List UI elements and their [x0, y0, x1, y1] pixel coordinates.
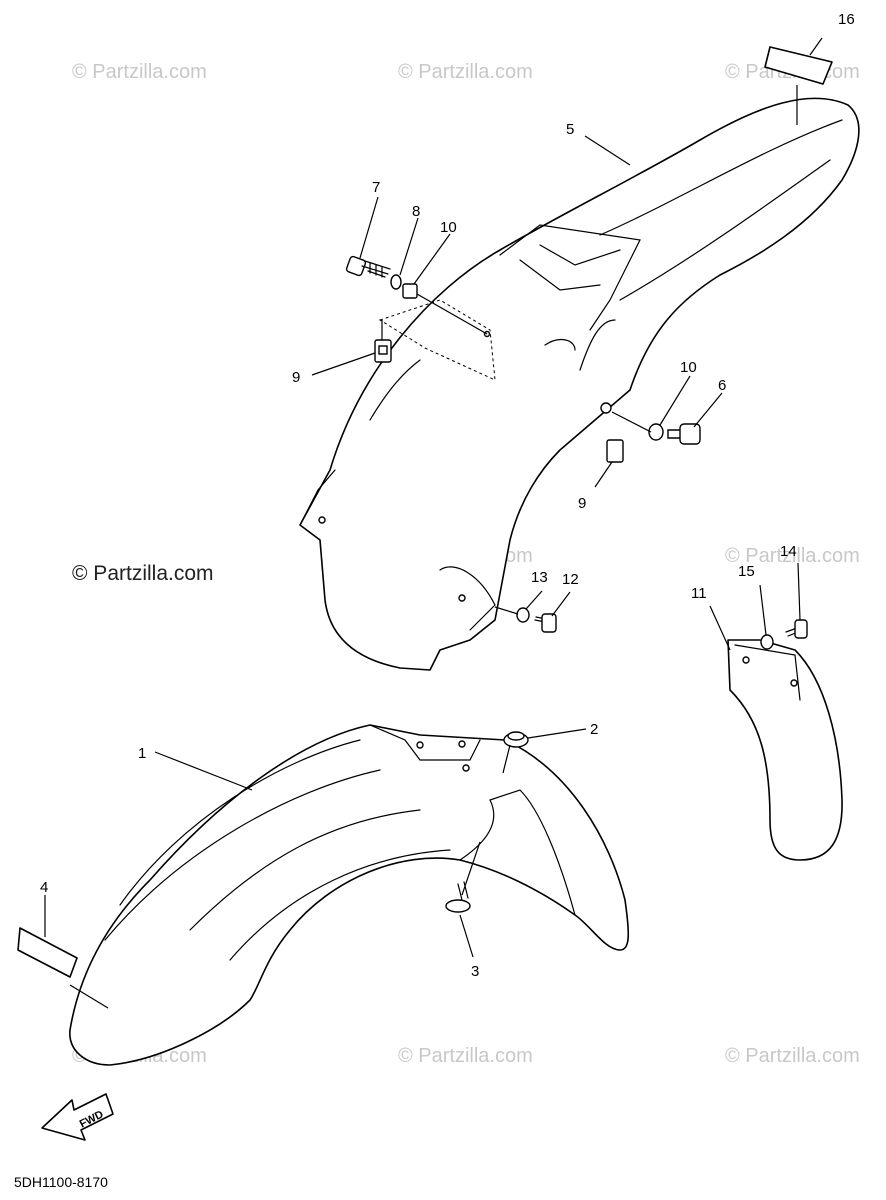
callout-5: 5 [566, 121, 574, 138]
bolt-7[interactable] [345, 255, 391, 278]
callout-1: 1 [138, 745, 146, 762]
callout-12: 12 [562, 571, 579, 588]
clip-nut-9-right[interactable] [606, 439, 624, 463]
callout-3: 3 [471, 963, 479, 980]
callout-10-upper: 10 [440, 219, 457, 236]
callout-9-left: 9 [292, 369, 300, 386]
mounting-guide [378, 299, 496, 381]
watermark-text: © Partzilla.com [72, 61, 207, 83]
rear-fender[interactable] [299, 97, 860, 671]
callout-4: 4 [40, 879, 48, 896]
callout-2: 2 [590, 721, 598, 738]
screw-12[interactable] [534, 613, 557, 633]
callouts: 16 5 7 8 10 9 10 6 9 13 12 14 15 11 2 1 … [40, 11, 855, 980]
bolt-6[interactable] [667, 423, 701, 445]
callout-15: 15 [738, 563, 755, 580]
callout-7: 7 [372, 179, 380, 196]
fwd-arrow-icon: FWD [41, 1093, 114, 1141]
callout-10-right: 10 [680, 359, 697, 376]
diagram-code: 5DH1100-8170 [14, 1174, 108, 1190]
watermark-text: © Partzilla.com [398, 1045, 533, 1067]
mud-flap[interactable] [727, 639, 843, 861]
front-decal[interactable] [17, 927, 78, 978]
callout-11: 11 [691, 585, 707, 602]
washer-15[interactable] [760, 634, 774, 650]
collar-10-upper[interactable] [402, 283, 418, 299]
rear-decal[interactable] [764, 46, 833, 85]
collar-10-right[interactable] [648, 423, 664, 441]
watermark-text: © Partzilla.com [725, 1045, 860, 1067]
callout-14: 14 [780, 543, 797, 560]
callout-8: 8 [412, 203, 420, 220]
watermark-main: © Partzilla.com [72, 562, 214, 585]
front-fender[interactable] [69, 724, 630, 1066]
washer-13[interactable] [516, 607, 530, 623]
screw-14[interactable] [785, 619, 808, 639]
callout-9-right: 9 [578, 495, 586, 512]
watermark-text: © Partzilla.com [725, 545, 860, 567]
watermark-text: © Partzilla.com [398, 61, 533, 83]
callout-6: 6 [718, 377, 726, 394]
grommet-2[interactable] [503, 731, 529, 748]
callout-13: 13 [531, 569, 548, 586]
clip-nut-9-left[interactable] [374, 339, 392, 363]
callout-16: 16 [838, 11, 855, 28]
leader-lines [44, 37, 823, 1009]
washer-8[interactable] [390, 274, 402, 290]
bolt-3[interactable] [445, 881, 471, 913]
